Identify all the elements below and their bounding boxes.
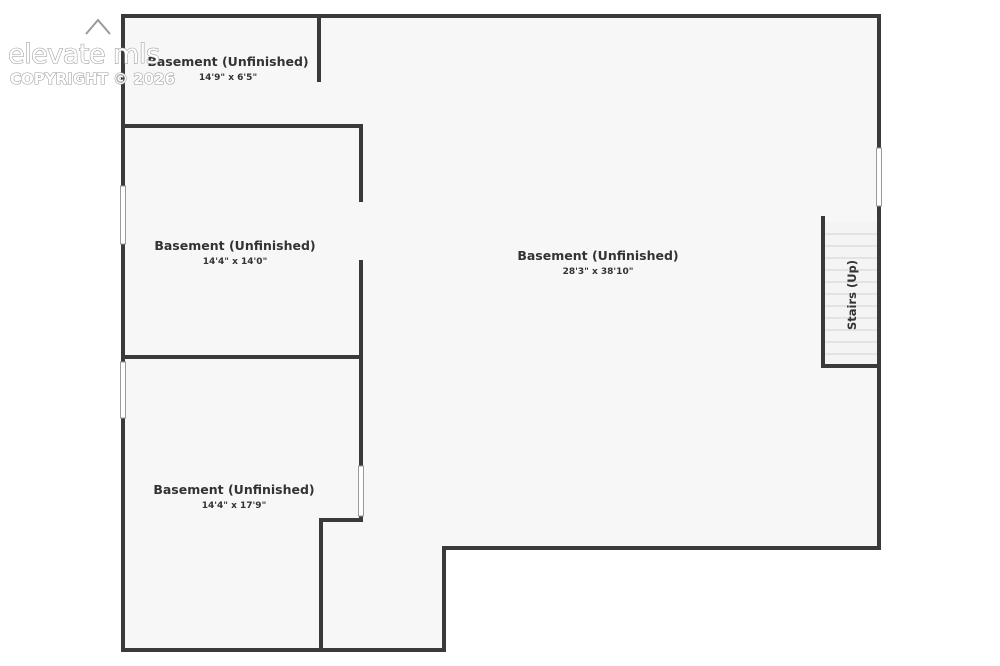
exterior-wall — [121, 14, 881, 652]
room-dimensions: 14'4" x 17'9" — [202, 501, 267, 511]
watermark-roof-icon-inner — [88, 22, 108, 35]
windows — [120, 147, 882, 517]
room-dimensions: 28'3" x 38'10" — [563, 267, 634, 277]
watermark-roof-icon — [85, 18, 111, 35]
window-right — [876, 147, 882, 207]
stairs — [823, 222, 877, 366]
window-left-upper — [120, 185, 126, 245]
watermark: elevate mls COPYRIGHT © 2026 — [7, 18, 176, 89]
room-label-4: Basement (Unfinished) 28'3" x 38'10" — [517, 248, 678, 277]
window-left-lower — [120, 361, 126, 419]
stairs-wall — [821, 216, 881, 368]
floor-area — [123, 16, 879, 650]
wall-bottom-jog — [319, 518, 363, 652]
watermark-brand: elevate mls — [8, 39, 159, 70]
stair-treads — [823, 233, 877, 355]
stairs-label: Stairs (Up) — [845, 260, 859, 330]
room-dimensions: 14'4" x 14'0" — [203, 257, 268, 267]
walls — [121, 14, 881, 652]
watermark-copyright: COPYRIGHT © 2026 — [10, 70, 175, 88]
room-name: Basement (Unfinished) — [517, 248, 678, 263]
room-label-3: Basement (Unfinished) 14'4" x 17'9" — [153, 482, 314, 511]
room-label-1: Basement (Unfinished) 14'9" x 6'5" — [147, 54, 308, 83]
room-name: Basement (Unfinished) — [154, 238, 315, 253]
room-label-2: Basement (Unfinished) 14'4" x 14'0" — [154, 238, 315, 267]
room-name: Basement (Unfinished) — [153, 482, 314, 497]
room-dimensions: 14'9" x 6'5" — [199, 73, 257, 83]
window-interior — [358, 465, 364, 517]
room-name: Basement (Unfinished) — [147, 54, 308, 69]
